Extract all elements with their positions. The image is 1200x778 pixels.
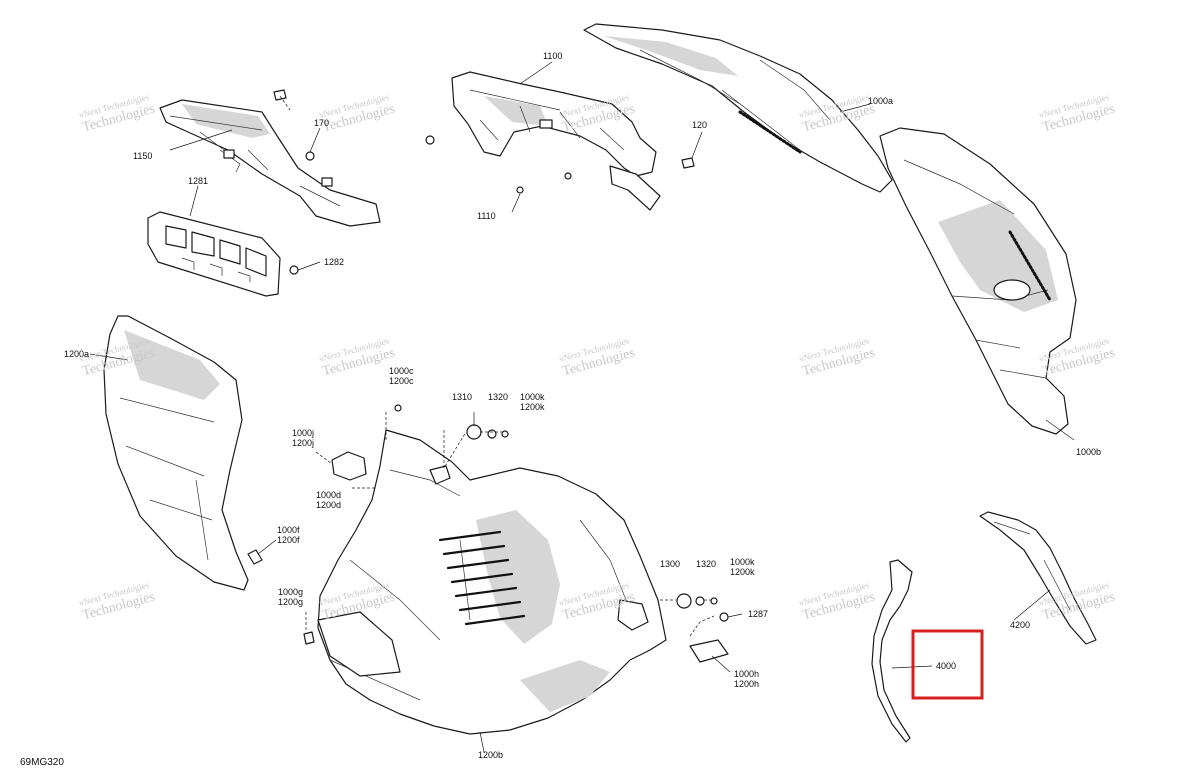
part-4200-deflector	[979, 511, 1097, 645]
part-4000-deflector	[871, 559, 913, 743]
callout-1281: 1281	[188, 176, 208, 186]
callout-1000b: 1000b	[1076, 447, 1101, 457]
callout-1282: 1282	[324, 257, 344, 267]
callout-1300: 1300	[660, 559, 680, 569]
callout-4000-highlight-box[interactable]	[911, 629, 984, 700]
callout-1000f: 1000f	[277, 525, 300, 535]
callout-1200d: 1200d	[316, 500, 341, 510]
callout-1100: 1100	[543, 51, 562, 61]
part-1200b-front-panel	[317, 429, 667, 735]
callout-1150: 1150	[133, 151, 152, 161]
callout-1000c: 1000c	[389, 366, 414, 376]
callout-1287: 1287	[748, 609, 768, 619]
callout-170: 170	[314, 118, 329, 128]
part-1200a-side-panel	[103, 315, 249, 591]
callout-1000g: 1000g	[278, 587, 303, 597]
callout-1000k-bottom: 1000k	[730, 557, 755, 567]
callout-1000h: 1000h	[734, 669, 759, 679]
part-1100-bracket-assembly	[451, 71, 661, 211]
callout-1200a: 1200a	[64, 349, 89, 359]
diagram-code: 69MG320	[20, 757, 64, 768]
callout-1320-top: 1320	[488, 392, 508, 402]
callout-1200c: 1200c	[389, 376, 414, 386]
callout-1200b: 1200b	[478, 750, 503, 760]
callout-1200g: 1200g	[278, 597, 303, 607]
callout-1000a: 1000a	[868, 96, 893, 106]
callout-1110: 1110	[477, 211, 496, 221]
callout-1310: 1310	[452, 392, 472, 402]
callout-4200: 4200	[1010, 620, 1030, 630]
callout-labels: 1100 1000a 170 120 1150 1110 1281 1282 1…	[64, 51, 1101, 760]
part-1281-grille	[147, 211, 281, 297]
callout-1200f: 1200f	[277, 535, 300, 545]
part-1000b-side-panel	[879, 127, 1077, 435]
leader-lines	[89, 61, 1075, 753]
callout-1000j: 1000j	[292, 428, 314, 438]
callout-1200k-bottom: 1200k	[730, 567, 755, 577]
callout-1200j: 1200j	[292, 438, 314, 448]
part-1150-bracket	[159, 99, 381, 227]
callout-1000k-top: 1000k	[520, 392, 545, 402]
part-1000a-top-panel	[583, 23, 893, 193]
callout-4000: 4000	[936, 661, 956, 671]
small-hardware	[247, 89, 729, 663]
callout-120: 120	[692, 120, 707, 130]
callout-1200k-top: 1200k	[520, 402, 545, 412]
callout-1200h: 1200h	[734, 679, 759, 689]
callout-1320-bottom: 1320	[696, 559, 716, 569]
callout-1000d: 1000d	[316, 490, 341, 500]
